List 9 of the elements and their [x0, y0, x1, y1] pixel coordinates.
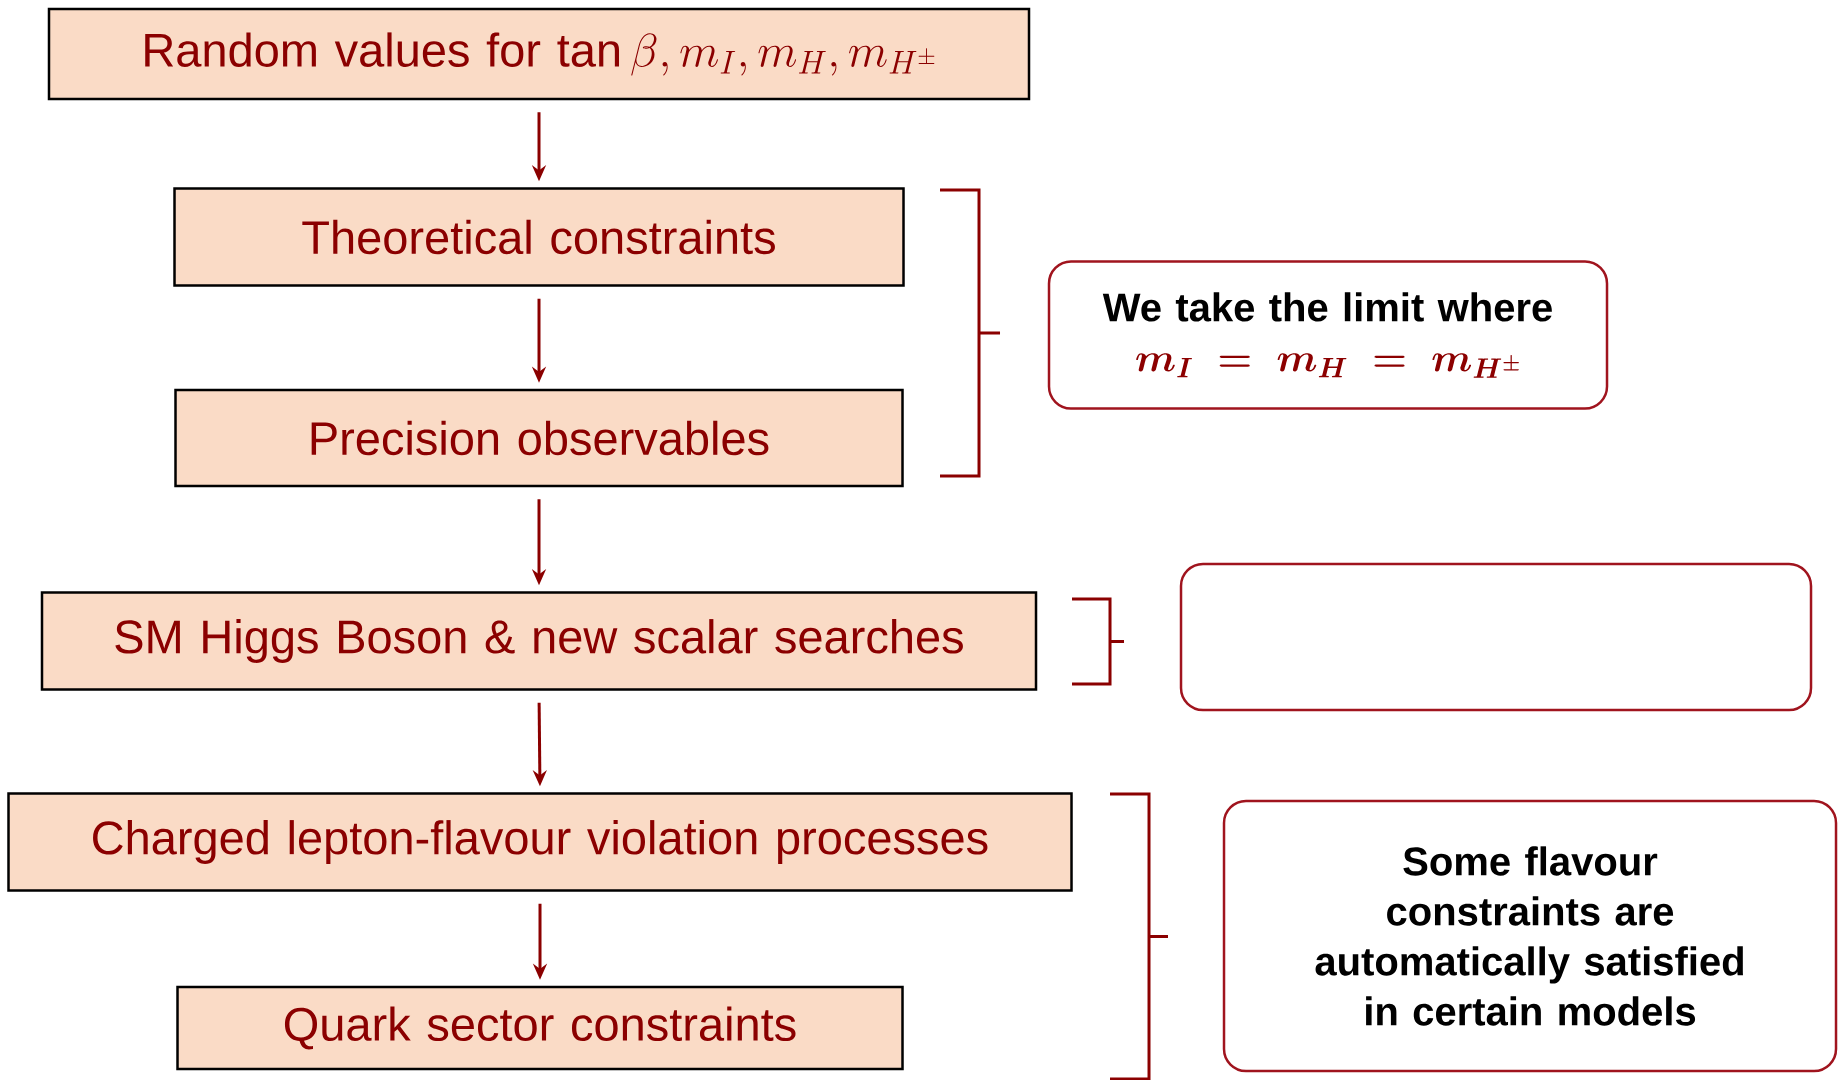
- process-box: Precision observables: [174, 388, 904, 488]
- note-box: Some flavour constraints are automatically satisfied in certain models: [1222, 799, 1838, 1073]
- note-box: [1179, 562, 1813, 712]
- note-box: We take the limit where $m_I = m_H = m_{H^\pm}$: [1047, 260, 1609, 410]
- process-box: Quark sector constraints: [176, 985, 904, 1071]
- process-box: Theoretical constraints: [173, 187, 905, 287]
- process-box: Random values for $\tan\beta, m_I, m_H, m_{H^\pm}$: [47, 7, 1031, 101]
- process-box: SM Higgs Boson & new scalar searches: [40, 591, 1038, 691]
- process-box: Charged lepton-flavour violation processes: [7, 792, 1073, 892]
